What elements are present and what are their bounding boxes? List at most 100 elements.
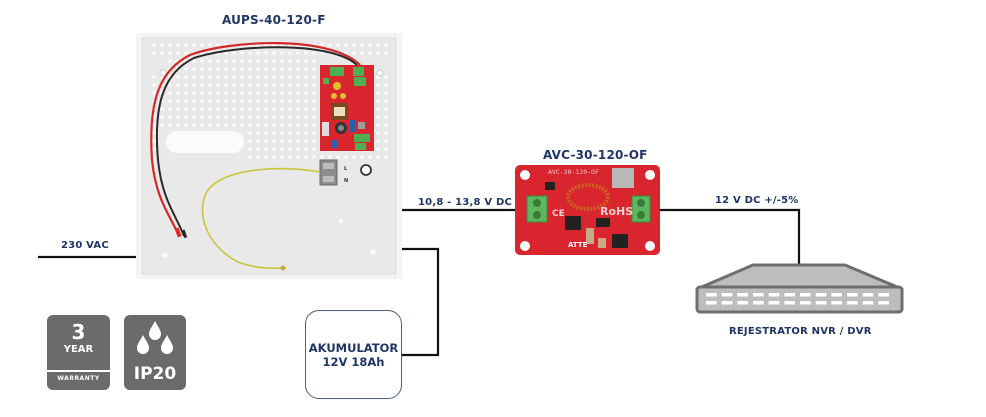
perforation-hole [312,91,316,95]
dc-input-label: 10,8 - 13,8 V DC [418,197,513,208]
perforation-hole [232,99,236,103]
perforation-hole [376,83,380,87]
perforation-hole [240,67,244,71]
ups-pcb [320,65,374,151]
perforation-hole [288,51,292,55]
recorder-slots [706,293,889,305]
perforation-hole [240,75,244,79]
perforation-hole [304,115,308,119]
perforation-hole [288,147,292,151]
perforation-hole [376,139,380,143]
perforation-hole [384,83,388,87]
perforation-hole [256,107,260,111]
perforation-hole [272,155,276,159]
red-cable [150,42,361,235]
perforation-hole [280,67,284,71]
perforation-hole [200,99,204,103]
perforation-hole [152,123,156,127]
perforation-hole [320,43,324,47]
perforation-hole [296,83,300,87]
perforation-hole [288,67,292,71]
perforation-hole [224,123,228,127]
perforation-hole [248,59,252,63]
perforation-hole [216,75,220,79]
perforation-hole [280,155,284,159]
perforation-hole [264,67,268,71]
perforation-hole [264,59,268,63]
perforation-hole [304,59,308,63]
recorder-slot [737,293,748,297]
perforation-hole [264,83,268,87]
recorder-slot [831,293,842,297]
perforation-hole [248,67,252,71]
perforation-hole [304,147,308,151]
perforation-hole [192,115,196,119]
perforation-hole [160,43,164,47]
warranty-caption: WARRANTY [57,375,100,382]
perforation-hole [248,147,252,151]
perforation-hole [312,131,316,135]
recorder-slot [847,301,858,305]
perforation-hole [224,75,228,79]
input-terminal [526,195,548,223]
perforation-hole [336,43,340,47]
perforation-hole [152,91,156,95]
perforation-hole [184,123,188,127]
perforation-hole [224,51,228,55]
perforation-hole [384,139,388,143]
recorder-slot [721,293,733,297]
terminal-mark: L [344,166,348,172]
perforation-hole [312,155,316,159]
perforation-hole [168,43,172,47]
perforation-hole [384,131,388,135]
perforation-hole [344,155,348,159]
perforation-hole [200,75,204,79]
perforation-hole [208,67,212,71]
ce-mark: CE [552,209,565,219]
perforation-hole [176,107,180,111]
perforation-hole [288,75,292,79]
perforation-hole [256,83,260,87]
perforation-hole [240,83,244,87]
perforation-hole [160,107,164,111]
mount-hole [162,252,168,258]
perforation-hole [368,51,372,55]
perforation-hole [224,83,228,87]
perforation-hole [176,91,180,95]
perforation-hole [216,107,220,111]
toroid-inductor [566,183,610,211]
perforation-hole [304,99,308,103]
perforation-hole [232,115,236,119]
perforation-hole [360,51,364,55]
output-terminal [631,195,651,223]
perforation-hole [256,51,260,55]
recorder-slot [847,293,858,297]
perforation-hole [320,51,324,55]
perforation-hole [200,115,204,119]
perforation-hole [336,155,340,159]
perforation-hole [280,131,284,135]
perforation-hole [184,91,188,95]
perforation-hole [328,43,332,47]
perforation-hole [368,155,372,159]
perforation-hole [184,99,188,103]
perforation-hole [296,147,300,151]
ups-title: AUPS-40-120-F [222,13,326,27]
recorder-slot [706,301,717,305]
perforation-hole [280,107,284,111]
brand-logo: ATTE [568,241,588,249]
perforation-hole [376,115,380,119]
perforation-hole [296,91,300,95]
recorder-label: REJESTRATOR NVR / DVR [729,326,872,337]
perforation-hole [304,107,308,111]
perforation-hole [280,139,284,143]
perforation-hole [216,123,220,127]
perforation-hole [232,67,236,71]
ip-badge: IP20 [124,315,186,390]
perforation-hole [384,107,388,111]
perforation-hole [184,75,188,79]
recorder-slot [862,301,874,305]
recorder-slot [768,293,780,297]
output-wire [650,208,801,265]
perforation-hole [168,115,172,119]
